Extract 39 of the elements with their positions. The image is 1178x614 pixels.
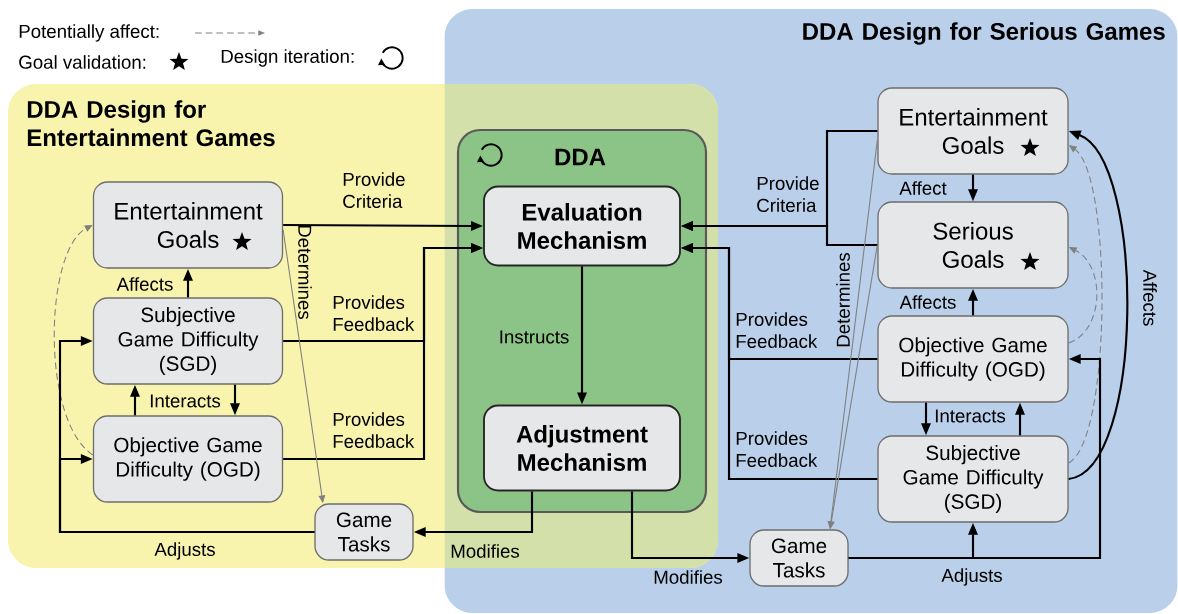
dashed-arrow <box>53 225 94 456</box>
legend-text: Design iteration: <box>221 49 354 67</box>
legend-text: Goal validation: <box>19 55 146 69</box>
edge-label: Modifies <box>654 570 723 584</box>
edge-label: Affects <box>899 295 956 309</box>
edge-label: Provides Feedback <box>736 312 818 348</box>
process-box: Serious Goals <box>877 201 1069 289</box>
process-box: Objective Game Difficulty (OGD) <box>92 415 284 503</box>
legend-text: Potentially affect: <box>19 24 159 42</box>
process-box: Game Tasks <box>749 529 849 587</box>
edge-label: Affects <box>1143 269 1157 326</box>
edge-label: Affects <box>116 277 173 291</box>
arrow <box>1068 130 1129 480</box>
edge-label: Provides Feedback <box>333 295 415 331</box>
edge-label: Modifies <box>451 544 520 558</box>
process-box: Game Tasks <box>314 503 414 561</box>
edge-label: Interacts <box>935 409 1006 423</box>
edge-label: Interacts <box>150 394 221 408</box>
edge-label: Provide Criteria <box>343 172 405 208</box>
process-box: Entertainment Goals <box>877 87 1069 175</box>
mechanism-box: Evaluation Mechanism <box>483 185 681 267</box>
dashed-arrow <box>1068 247 1098 344</box>
arrow <box>58 454 315 534</box>
process-box: Subjective Game Difficulty (SGD) <box>877 435 1069 523</box>
edge-label: Adjusts <box>154 542 215 560</box>
edge-label: Determines <box>836 253 850 347</box>
edge-label: Provides Feedback <box>736 431 818 467</box>
mechanism-box: Adjustment Mechanism <box>483 404 681 492</box>
edge-label: Instructs <box>500 330 569 344</box>
process-box: Objective Game Difficulty (OGD) <box>877 315 1069 403</box>
process-box: Subjective Game Difficulty (SGD) <box>92 297 284 385</box>
edge-label: Affect <box>899 181 947 195</box>
edge-label: Provide Criteria <box>757 176 819 212</box>
edge-label: Adjusts <box>941 568 1002 586</box>
process-box: Entertainment Goals <box>92 181 284 269</box>
arrow <box>848 354 1102 560</box>
edge-label: Determines <box>298 225 312 320</box>
dashed-arrow <box>1068 145 1103 464</box>
edge-label: Provides Feedback <box>333 412 415 448</box>
